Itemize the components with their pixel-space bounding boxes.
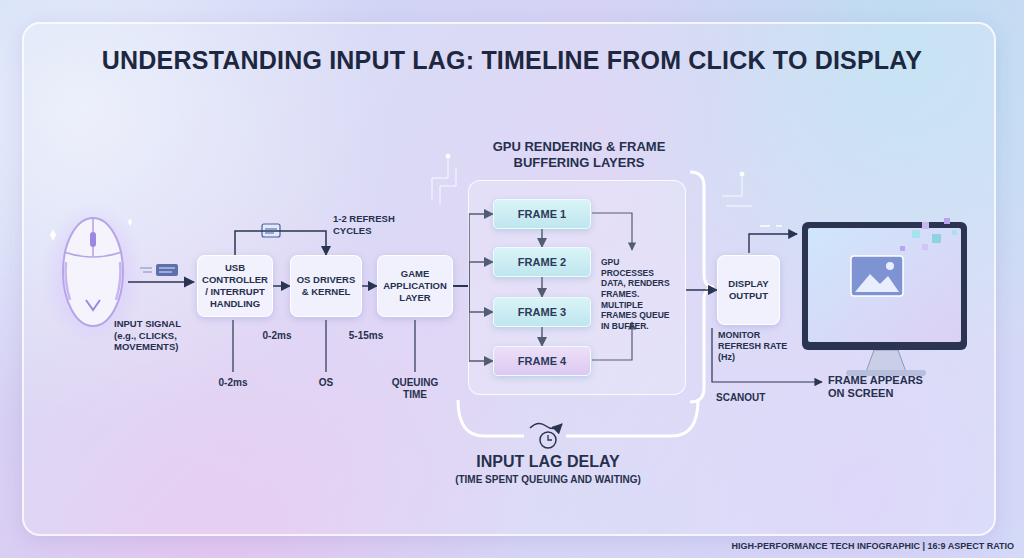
timing-label: 0-2ms [211,377,255,389]
edge-label: 1-2 REFRESH CYCLES [333,213,413,236]
footer-note: HIGH-PERFORMANCE TECH INFOGRAPHIC | 16:9… [660,541,1014,552]
refresh-label: MONITOR REFRESH RATE (Hz) [718,330,790,363]
node-label: GAME APPLICATION LAYER [382,268,448,304]
signal-arrow [128,264,194,282]
node-label: FRAME 4 [518,355,566,367]
flow-arrow [362,285,377,287]
monitor-illustration [802,218,967,376]
timing-label: 5-15ms [343,330,389,342]
flow-arrow [273,285,290,287]
diagram-title: UNDERSTANDING INPUT LAG: TIMELINE FROM C… [0,46,1024,75]
flow-arrow [686,289,717,291]
display-to-monitor-arrow [749,226,797,253]
frame-box: FRAME 3 [493,297,591,327]
node-label: DISPLAY OUTPUT [722,278,775,302]
input-lag-bracket [458,400,698,448]
gpu-region: GPU RENDERING & FRAME BUFFERING LAYERSGP… [468,180,686,395]
node-label: FRAME 3 [518,306,566,318]
process-box: OS DRIVERS & KERNEL [290,255,362,317]
frame-box: FRAME 2 [493,247,591,277]
node-label: OS DRIVERS & KERNEL [295,274,357,298]
flow-arrow [235,231,326,255]
node-label: GPU RENDERING & FRAME BUFFERING LAYERS [463,139,695,170]
output-box: DISPLAY OUTPUT [717,255,780,325]
stage-label: QUEUING TIME [387,377,443,401]
process-box: GAME APPLICATION LAYER [377,255,453,317]
frame-box: FRAME 4 [493,346,591,376]
node-note: GPU PROCESSES DATA, RENDERS FRAMES. MULT… [601,257,673,331]
node-label: FRAME 2 [518,256,566,268]
delay-heading: INPUT LAG DELAY [430,452,666,472]
frame-box: FRAME 1 [493,199,591,229]
gpu-bracket [690,172,714,402]
timing-label: 0-2ms [256,330,298,342]
scanout-label: SCANOUT [716,392,780,404]
node-label: USB CONTROLLER / INTERRUPT HANDLING [202,262,268,310]
signal-label: INPUT SIGNAL (e.g., CLICKS, MOVEMENTS) [114,318,204,353]
node-label: FRAME 1 [518,208,566,220]
stage-label: OS [306,377,346,389]
delay-note: (TIME SPENT QUEUING AND WAITING) [400,474,696,486]
process-box: USB CONTROLLER / INTERRUPT HANDLING [197,255,273,317]
result-label: FRAME APPEARS ON SCREEN [828,374,940,401]
